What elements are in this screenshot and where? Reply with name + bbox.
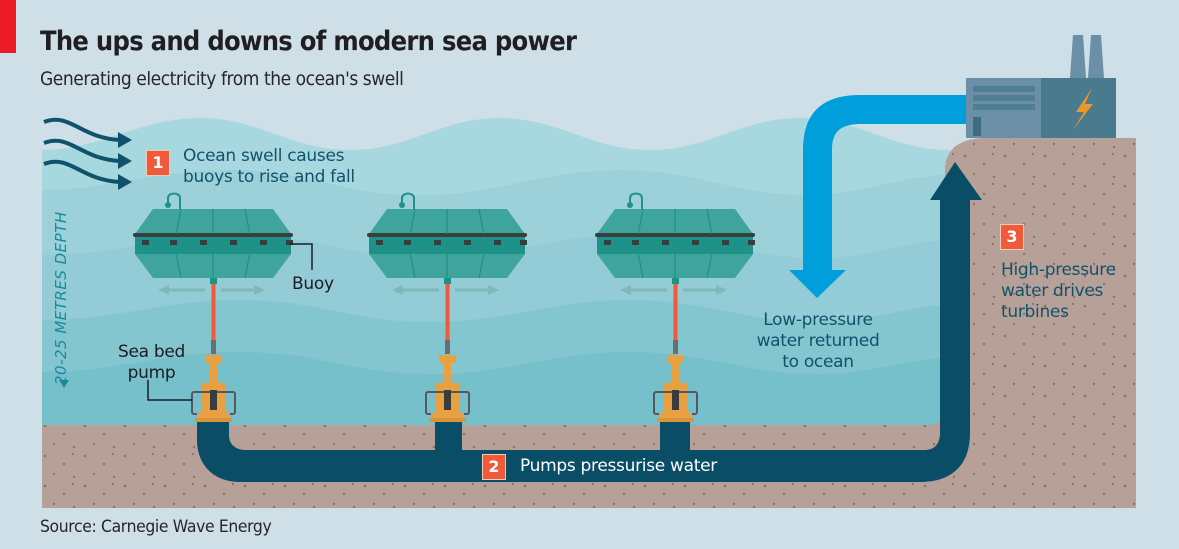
return-label: Low-pressure water returned to ocean bbox=[748, 310, 888, 373]
buoy-pump-unit bbox=[367, 192, 527, 422]
step-3-text: High-pressure water drives turbines bbox=[1001, 260, 1116, 323]
tether-line bbox=[445, 284, 450, 340]
pump-label: Sea bed pump bbox=[118, 342, 185, 384]
page-subtitle: Generating electricity from the ocean's … bbox=[40, 68, 404, 90]
tether-line bbox=[211, 284, 216, 340]
buoy-pump-unit bbox=[133, 192, 293, 422]
motion-arrows-icon bbox=[392, 285, 499, 295]
seabed bbox=[42, 138, 1136, 508]
leader-lines bbox=[147, 243, 313, 401]
high-pressure-pipe bbox=[197, 162, 982, 482]
return-label-line-1: Low-pressure bbox=[763, 310, 873, 330]
buoy-icon bbox=[133, 192, 293, 284]
motion-arrows-icon bbox=[158, 285, 265, 295]
down-arrow-icon bbox=[789, 270, 846, 298]
step-3-badge: 3 bbox=[1000, 224, 1024, 250]
pump-icon bbox=[653, 340, 698, 422]
step-2-badge: 2 bbox=[482, 454, 506, 480]
step-2-text: Pumps pressurise water bbox=[520, 456, 717, 476]
low-pressure-pipe bbox=[789, 95, 975, 298]
pump-icon bbox=[425, 340, 470, 422]
step-1-badge: 1 bbox=[146, 150, 170, 176]
step-1-text: Ocean swell causes buoys to rise and fal… bbox=[183, 146, 355, 188]
buoy-icon bbox=[595, 192, 755, 284]
buoy-icon bbox=[367, 192, 527, 284]
wave-arrows-icon bbox=[43, 117, 132, 190]
step-1-line-2: buoys to rise and fall bbox=[183, 167, 355, 187]
pump-icon bbox=[191, 340, 236, 422]
step-3-line-3: turbines bbox=[1001, 302, 1069, 322]
accent-bar bbox=[0, 0, 16, 53]
tether-line bbox=[673, 284, 678, 340]
step-3-line-1: High-pressure bbox=[1001, 260, 1116, 280]
lightning-bolt-icon bbox=[1073, 88, 1093, 130]
return-label-line-2: water returned bbox=[756, 331, 880, 351]
step-1-line-1: Ocean swell causes bbox=[183, 146, 345, 166]
source-note: Source: Carnegie Wave Energy bbox=[40, 517, 272, 537]
buoy-pump-unit bbox=[595, 192, 755, 422]
motion-arrows-icon bbox=[620, 285, 727, 295]
factory-icon bbox=[966, 35, 1116, 138]
pump-label-line-2: pump bbox=[127, 363, 176, 383]
page-title: The ups and downs of modern sea power bbox=[40, 26, 577, 57]
buoy-label: Buoy bbox=[292, 274, 334, 294]
return-label-line-3: to ocean bbox=[782, 352, 854, 372]
depth-arrow-icon bbox=[59, 380, 69, 388]
up-arrow-icon bbox=[930, 162, 982, 200]
depth-label: 20-25 METRES DEPTH bbox=[52, 211, 70, 385]
step-3-line-2: water drives bbox=[1001, 281, 1104, 301]
pump-label-line-1: Sea bed bbox=[118, 342, 186, 362]
